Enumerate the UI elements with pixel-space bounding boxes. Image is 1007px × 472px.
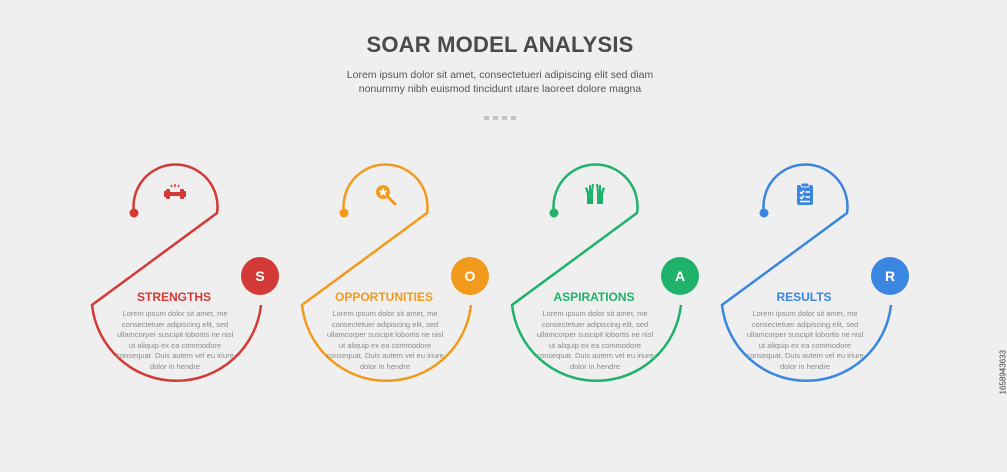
step-dot-strengths bbox=[129, 208, 139, 218]
step-dot-aspirations bbox=[549, 208, 559, 218]
step-desc-results: Lorem ipsum dolor sit amet, me consectet… bbox=[746, 309, 864, 371]
dumbbell-icon bbox=[164, 184, 186, 199]
search-star-icon bbox=[376, 185, 397, 206]
page-subtitle: Lorem ipsum dolor sit amet, consectetuer… bbox=[346, 69, 654, 95]
step-dot-results bbox=[759, 208, 769, 218]
step-title-results: RESULTS bbox=[776, 290, 832, 304]
step-dot-opportunities bbox=[339, 208, 349, 218]
stock-id: 1658943633 bbox=[998, 350, 1007, 395]
step-title-opportunities: OPPORTUNITIES bbox=[334, 290, 433, 304]
step-title-aspirations: ASPIRATIONS bbox=[553, 290, 635, 304]
step-badge-strengths: S bbox=[241, 257, 279, 295]
step-desc-opportunities: Lorem ipsum dolor sit amet, me consectet… bbox=[326, 309, 444, 371]
step-title-strengths: STRENGTHS bbox=[136, 290, 211, 304]
step-outline-opportunities bbox=[300, 163, 473, 382]
page-title: SOAR MODEL ANALYSIS bbox=[366, 32, 634, 57]
decorative-dots bbox=[484, 116, 516, 120]
step-badge-aspirations: A bbox=[661, 257, 699, 295]
step-desc-strengths: Lorem ipsum dolor sit amet, me consectet… bbox=[116, 309, 234, 371]
raised-hands-icon bbox=[585, 184, 605, 204]
step-outline-strengths bbox=[90, 163, 263, 382]
step-desc-aspirations: Lorem ipsum dolor sit amet, me consectet… bbox=[536, 309, 654, 371]
step-badge-opportunities: O bbox=[451, 257, 489, 295]
step-badge-results: R bbox=[871, 257, 909, 295]
clipboard-checklist-icon bbox=[797, 182, 813, 205]
step-outline-results bbox=[720, 163, 893, 382]
step-outline-aspirations bbox=[510, 163, 683, 382]
